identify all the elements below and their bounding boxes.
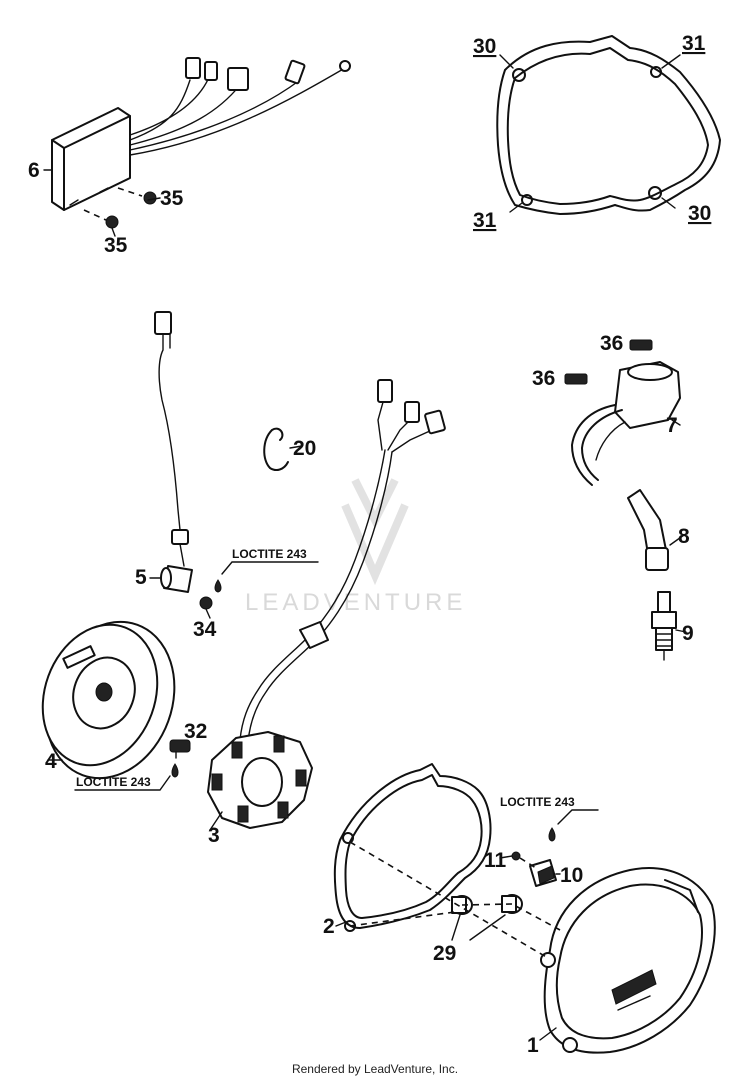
- spark-plug[interactable]: [651, 591, 677, 661]
- cable-clip[interactable]: [263, 427, 289, 471]
- callout-9: 9: [682, 622, 694, 645]
- dowel-pin-right[interactable]: [501, 894, 523, 914]
- screw-11[interactable]: [511, 851, 521, 861]
- bolt-36-left[interactable]: [564, 373, 588, 385]
- screw-35-bottom[interactable]: [105, 215, 119, 229]
- callout-10: 10: [560, 864, 583, 887]
- callout-32: 32: [184, 720, 207, 743]
- callout-5: 5: [135, 566, 147, 589]
- cdi-unit[interactable]: [51, 57, 351, 211]
- callout-31-bottom: 31: [473, 209, 497, 232]
- pulse-generator[interactable]: [154, 311, 193, 593]
- watermark-text: LEADVENTURE: [245, 589, 466, 616]
- loctite-note-34: LOCTITE 243: [232, 547, 307, 561]
- callout-4: 4: [45, 750, 57, 773]
- callout-2: 2: [323, 915, 335, 938]
- callout-3: 3: [208, 824, 220, 847]
- ignition-cover[interactable]: [540, 867, 716, 1054]
- callout-6: 6: [28, 159, 40, 182]
- loctite-drop-32: [171, 763, 179, 778]
- screw-34[interactable]: [199, 596, 213, 619]
- callout-30-top: 30: [473, 35, 496, 58]
- stator[interactable]: [207, 379, 446, 829]
- screw-35-right[interactable]: [143, 191, 157, 205]
- ignition-coil[interactable]: [571, 361, 681, 486]
- callout-36-top: 36: [600, 332, 623, 355]
- callout-35-right: 35: [160, 187, 184, 210]
- loctite-drop-11: [548, 827, 556, 842]
- callout-31-top: 31: [682, 32, 706, 55]
- flywheel-rotor[interactable]: [24, 604, 196, 797]
- loctite-note-11: LOCTITE 243: [500, 795, 575, 809]
- callout-30-bottom: 30: [688, 202, 711, 225]
- loctite-note-32: LOCTITE 243: [76, 775, 151, 789]
- cover-gasket-top[interactable]: [496, 35, 721, 215]
- callout-11: 11: [484, 849, 507, 872]
- leadventure-watermark: LEADVENTURE: [245, 478, 466, 616]
- callout-8: 8: [678, 525, 690, 548]
- callout-29: 29: [433, 942, 456, 965]
- spark-plug-cap[interactable]: [627, 489, 669, 571]
- callout-35-bottom: 35: [104, 234, 128, 257]
- callout-20: 20: [293, 437, 316, 460]
- footer-credit: Rendered by LeadVenture, Inc.: [291, 1062, 459, 1076]
- callout-1: 1: [527, 1034, 539, 1057]
- bolt-36-top[interactable]: [629, 339, 653, 351]
- callout-7: 7: [666, 414, 678, 437]
- loctite-drop-34: [214, 579, 222, 593]
- callout-34: 34: [193, 618, 217, 641]
- callout-36-left: 36: [532, 367, 555, 390]
- rubber-plug[interactable]: [529, 859, 557, 887]
- flywheel-nut-32[interactable]: [169, 739, 191, 759]
